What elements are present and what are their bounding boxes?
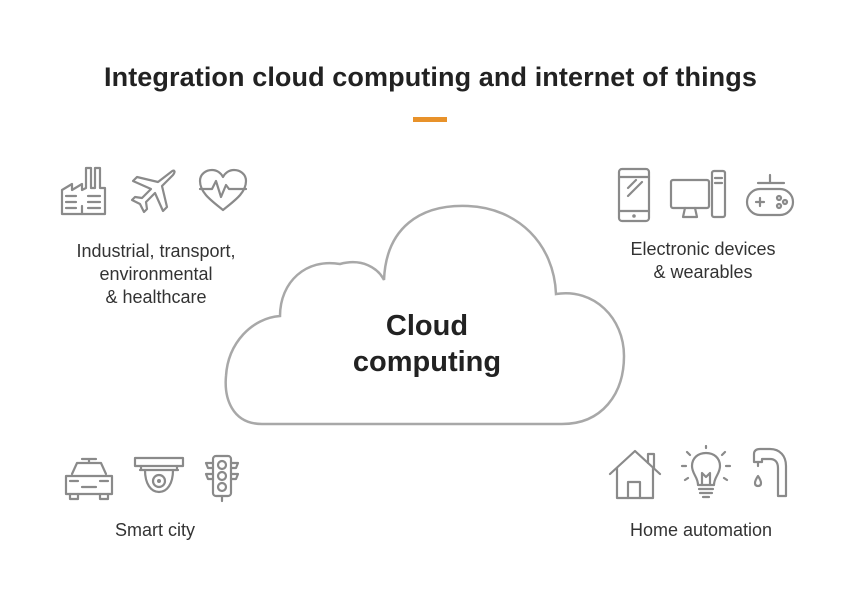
factory-icon	[60, 166, 107, 216]
electronics-caption-line2: & wearables	[653, 262, 753, 282]
group-home-automation: Home automation	[606, 445, 796, 542]
house-icon	[608, 449, 662, 500]
cloud-shape	[224, 204, 626, 426]
industrial-caption-line3: & healthcare	[105, 287, 207, 307]
security-camera-icon	[133, 456, 185, 494]
cloud-label-line2: computing	[352, 346, 502, 378]
light-bulb-icon	[680, 445, 732, 499]
faucet-icon	[752, 447, 788, 498]
cloud-label-line1: Cloud	[385, 310, 469, 342]
home-automation-caption: Home automation	[629, 520, 773, 540]
industrial-caption-line2: environmental	[99, 264, 213, 284]
car-icon	[64, 457, 114, 501]
smartphone-icon	[617, 167, 651, 223]
gamepad-icon	[745, 173, 795, 217]
airplane-icon	[130, 169, 176, 214]
heart-pulse-icon	[198, 168, 248, 212]
electronics-caption-line1: Electronic devices	[630, 239, 776, 259]
cloud-computing-node: Cloud computing	[222, 198, 632, 434]
desktop-computer-icon	[669, 169, 727, 219]
industrial-caption-line1: Industrial, transport,	[76, 241, 236, 261]
diagram-title: Integration cloud computing and internet…	[104, 62, 757, 92]
title-accent-bar	[413, 117, 447, 122]
group-electronics: Electronic devices & wearables	[610, 166, 810, 284]
smart-city-caption: Smart city	[114, 520, 195, 540]
traffic-light-icon	[204, 454, 240, 503]
group-industrial: Industrial, transport, environmental & h…	[56, 162, 256, 309]
group-smart-city: Smart city	[62, 453, 252, 542]
